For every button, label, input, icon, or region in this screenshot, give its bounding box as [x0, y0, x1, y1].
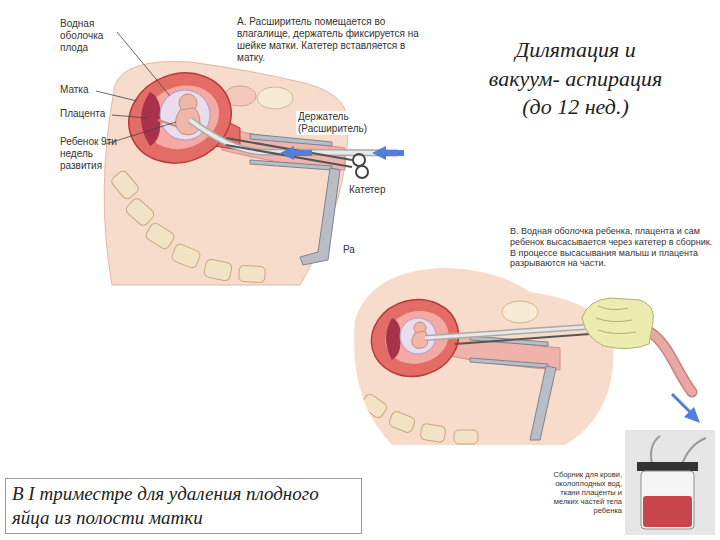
vertebra [420, 423, 446, 443]
part-label: Плацента [60, 108, 112, 120]
leader-line [96, 91, 137, 101]
suction-tube [646, 330, 692, 392]
leader-lines [96, 32, 176, 144]
uterus [116, 59, 244, 177]
jar-tube [651, 436, 706, 464]
holder-ring [353, 154, 365, 166]
part-label: Ребенок 9ти недель развития [60, 136, 120, 172]
glove-finger [596, 306, 636, 334]
vertebra [238, 265, 265, 283]
photo-caption: Сборник для крови, околоплодных вод, тка… [536, 470, 622, 515]
holder-jaw [455, 334, 590, 344]
collector-photo [625, 430, 715, 535]
flow-arrow [672, 394, 692, 414]
holder-jaw [226, 145, 352, 167]
illustration-b [340, 260, 700, 450]
text-box: В I триместре для удаления плодного яйца… [5, 478, 362, 534]
speculum-handle [530, 366, 556, 440]
speculum-blade [470, 358, 548, 368]
vertebra [144, 221, 176, 250]
vertebra [124, 197, 155, 228]
suction-tube [646, 330, 692, 392]
uterus-wall [116, 59, 244, 177]
box-text: В I триместре для удаления плодного яйца… [12, 482, 355, 530]
spine [110, 169, 266, 283]
body-tissue [340, 260, 630, 450]
pubic-bone [257, 87, 293, 109]
cross-section [340, 260, 630, 450]
placenta [141, 92, 160, 146]
step-note: А. Расширитель помещается во влагалище, … [237, 16, 422, 64]
spine [360, 393, 478, 444]
leader-line [117, 32, 170, 96]
photo-ground [625, 430, 715, 535]
flow-arrow [280, 146, 312, 160]
flow-arrow [372, 146, 404, 160]
pubic-bone [502, 301, 538, 323]
part-label: Держатель (Расширитель) [296, 111, 380, 135]
part-label: Катетер [347, 184, 401, 196]
vertebra [388, 410, 416, 434]
step-note: В. Водная оболочка ребенка, плацента и с… [510, 226, 715, 269]
holder-ring [356, 166, 368, 178]
part-label: Водная оболочка плода [60, 18, 114, 54]
part-label: Матка [60, 84, 96, 96]
gloved-hand [582, 298, 653, 349]
uterine-cavity [136, 75, 229, 159]
jar [641, 471, 694, 529]
slide-title: Дилятация и вакуум- аспирация (до 12 нед… [478, 36, 673, 122]
vertebra [171, 243, 202, 269]
jar-contents [643, 496, 692, 527]
vertebra [360, 393, 389, 420]
flow-arrow [684, 407, 700, 423]
leader-line [112, 115, 147, 118]
speculum-handle [300, 168, 340, 265]
jar-lid [637, 462, 698, 471]
vertebra [454, 430, 478, 444]
illustration-a [104, 59, 404, 285]
vertebra [110, 169, 141, 200]
part-label: Ра [341, 244, 365, 256]
vertebra [203, 258, 232, 281]
placenta [386, 318, 400, 360]
